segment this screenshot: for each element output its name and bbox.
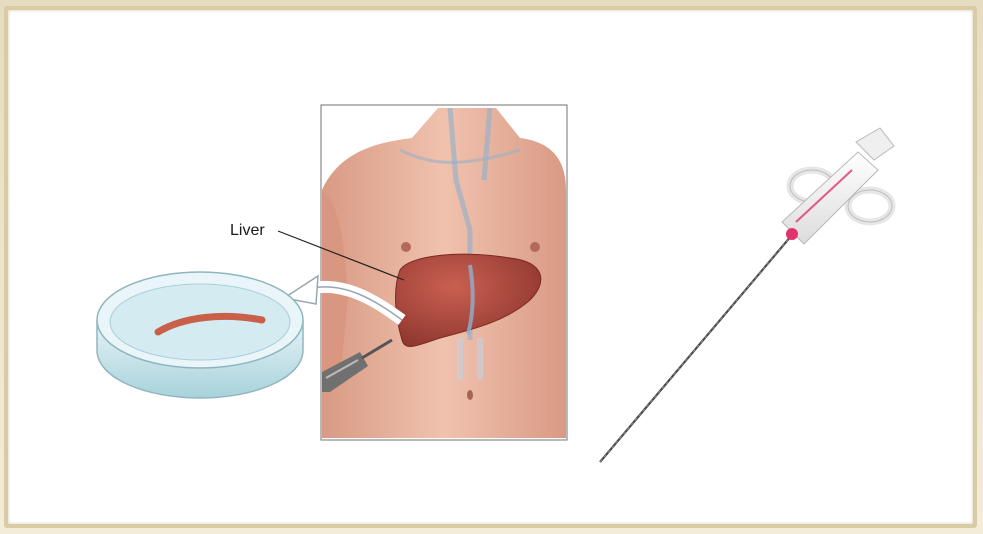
liver-label: Liver [230,222,265,239]
biopsy-needle-icon [600,128,894,462]
petri-dish-icon [97,272,303,398]
nipple-left [401,242,411,252]
torso-panel [321,105,567,440]
nipple-right [530,242,540,252]
